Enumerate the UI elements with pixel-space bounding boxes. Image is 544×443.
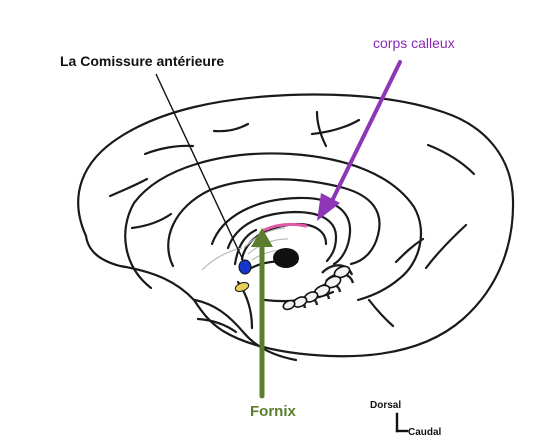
sulcus-2 <box>145 146 193 154</box>
label-dorsal: Dorsal <box>370 401 401 411</box>
sulcus-9 <box>132 214 171 228</box>
label-fornix: Fornix <box>250 404 296 419</box>
sulcus-10 <box>369 300 393 326</box>
comissure-pointer-line <box>156 74 243 260</box>
label-corps-calleux: corps calleux <box>373 36 455 50</box>
anterior-commissure-yellow <box>234 281 250 293</box>
label-anterior-commissure: La Comissure antérieure <box>60 54 224 68</box>
sulcus-7 <box>426 225 466 268</box>
label-caudal: Caudal <box>408 428 441 438</box>
sulcus-6 <box>428 145 474 174</box>
thalamus-dark-oval <box>273 248 299 268</box>
anterior-commissure-blue <box>239 260 251 274</box>
sulcus-5 <box>317 112 326 146</box>
sulcus-3 <box>214 124 248 131</box>
callosum-pink-outline <box>264 224 306 230</box>
cingulate-gyrus-inner <box>168 179 379 266</box>
